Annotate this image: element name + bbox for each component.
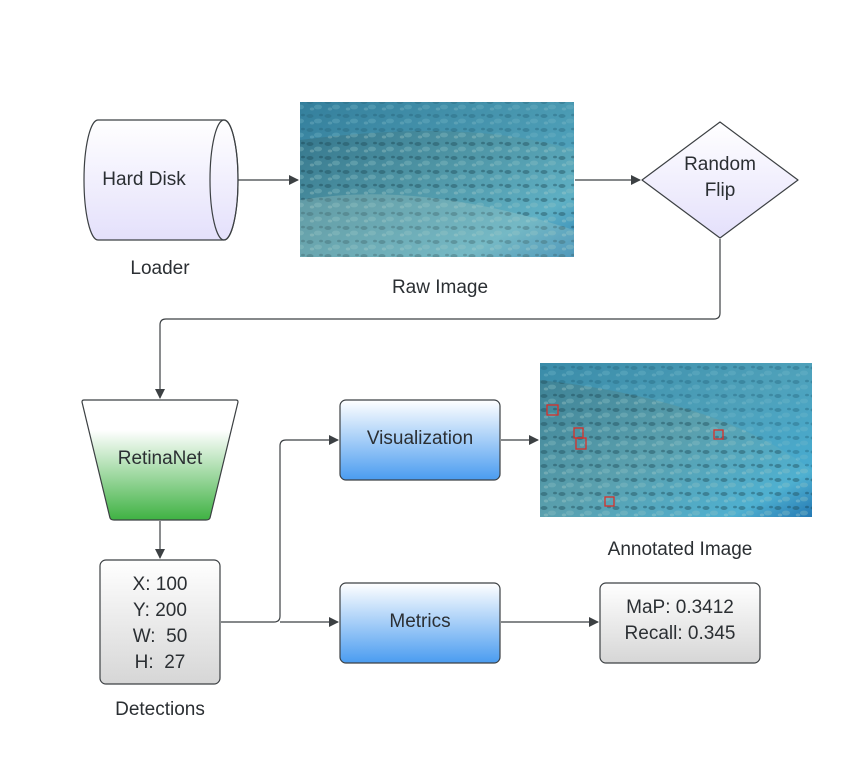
detections-caption: Detections <box>115 699 205 720</box>
metrics-result-node: MaP: 0.3412 Recall: 0.345 <box>599 582 761 664</box>
hard-disk-node: Hard Disk <box>83 119 239 241</box>
hard-disk-label: Hard Disk <box>102 169 186 190</box>
retinanet-node: RetinaNet <box>81 399 239 521</box>
raw-image <box>300 102 574 257</box>
detections-node: X: 100 Y: 200 W: 50 H: 27 <box>99 559 221 685</box>
metrics-node: Metrics <box>339 582 501 664</box>
detection-y: Y: 200 <box>133 600 187 621</box>
raw-image-caption: Raw Image <box>392 277 488 298</box>
retinanet-trapezoid-icon <box>81 399 239 521</box>
connectors <box>155 175 721 627</box>
detection-x: X: 100 <box>133 574 188 595</box>
retinanet-label: RetinaNet <box>118 448 203 469</box>
annotated-image <box>540 363 812 517</box>
random-flip-diamond-icon <box>641 121 799 239</box>
recall-value: Recall: 0.345 <box>625 623 736 644</box>
edge-detections-visualization <box>221 435 339 623</box>
loader-caption: Loader <box>130 258 190 279</box>
metrics-label: Metrics <box>389 611 450 632</box>
visualization-node: Visualization <box>339 399 501 481</box>
random-flip-label-line2: Flip <box>705 180 736 201</box>
detection-marker-icon <box>546 404 724 507</box>
annotated-image-caption: Annotated Image <box>608 539 753 560</box>
map-value: MaP: 0.3412 <box>626 597 734 618</box>
visualization-label: Visualization <box>367 428 473 449</box>
random-flip-node: Random Flip <box>641 121 799 239</box>
edge-randomflip-retinanet <box>155 239 721 399</box>
detection-w: W: 50 <box>133 626 188 647</box>
random-flip-label-line1: Random <box>684 154 756 175</box>
detection-h: H: 27 <box>135 652 186 673</box>
